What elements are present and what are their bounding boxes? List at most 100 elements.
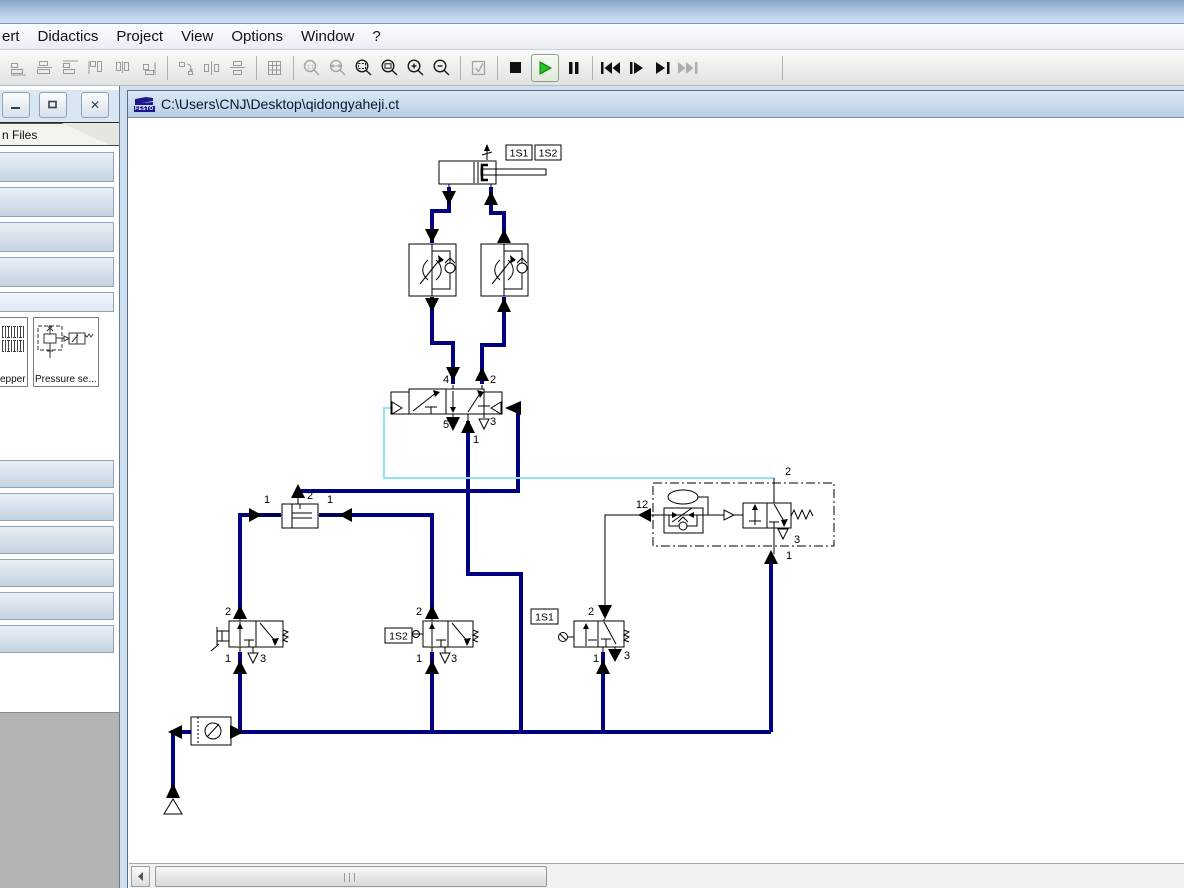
timer-valve[interactable] xyxy=(649,483,834,546)
panel-footer-area xyxy=(0,712,120,888)
port-label: 1 xyxy=(593,653,599,665)
pushbutton-valve[interactable] xyxy=(211,616,288,663)
library-item-pressure-seq[interactable]: Pressure se... xyxy=(33,317,99,387)
library-group-bar[interactable] xyxy=(0,526,114,554)
scrollbar-thumb[interactable] xyxy=(155,866,547,887)
zoom-original-icon[interactable]: 1:1 xyxy=(300,55,324,81)
svg-text:1:1: 1:1 xyxy=(307,64,314,70)
port-label: 4 xyxy=(443,374,449,386)
port-label: 2 xyxy=(490,374,496,386)
port-label: 1 xyxy=(264,494,270,506)
toolbar: 1:1 xyxy=(0,50,1184,86)
play-icon[interactable] xyxy=(531,54,559,82)
port-label: 2 xyxy=(785,466,791,478)
circuit-canvas[interactable]: 42531121122312132132131S11S21S21S1 xyxy=(129,118,1184,863)
menu-view[interactable]: View xyxy=(172,25,222,48)
port-label: 2 xyxy=(225,606,231,618)
flow-control-valve-right[interactable] xyxy=(481,244,528,296)
horizontal-scrollbar[interactable] xyxy=(129,863,1184,888)
port-label: 12 xyxy=(636,499,648,511)
port-label: 3 xyxy=(490,416,496,428)
library-item-label: Pressure se... xyxy=(35,374,97,385)
port-label: 1 xyxy=(327,494,333,506)
check-circuit-icon[interactable] xyxy=(467,55,491,81)
menu-help[interactable]: ? xyxy=(363,25,389,48)
library-group-bar[interactable] xyxy=(0,187,114,217)
two-pressure-valve[interactable] xyxy=(282,504,318,528)
align-bottom-icon[interactable] xyxy=(7,55,31,81)
rotate-icon[interactable] xyxy=(174,55,198,81)
port-label: 2 xyxy=(307,490,313,502)
port-label: 2 xyxy=(588,606,594,618)
mirror-vertical-icon[interactable] xyxy=(226,55,250,81)
port-label: 1 xyxy=(225,653,231,665)
festo-logo-icon: FESTO xyxy=(133,96,155,113)
library-group-bar[interactable] xyxy=(0,460,114,488)
component-label: 1S1 xyxy=(510,148,529,160)
stop-icon[interactable] xyxy=(504,55,528,81)
sim-rewind-icon[interactable] xyxy=(599,55,623,81)
zoom-in-icon[interactable] xyxy=(404,55,428,81)
scroll-left-button[interactable] xyxy=(131,866,150,887)
port-label: 3 xyxy=(794,534,800,546)
app-titlebar[interactable] xyxy=(0,0,1184,24)
zoom-area-icon[interactable] xyxy=(352,55,376,81)
port-label: 5 xyxy=(443,419,449,431)
align-center-icon[interactable] xyxy=(111,55,135,81)
port-label: 1 xyxy=(786,550,792,562)
flow-control-valve-left[interactable] xyxy=(409,244,456,296)
pressure-sequence-icon xyxy=(34,318,96,368)
port-label: 2 xyxy=(416,606,422,618)
panel-tabbar: n Files xyxy=(0,123,120,146)
pause-icon[interactable] xyxy=(562,55,586,81)
library-group-bar[interactable] xyxy=(0,493,114,521)
zoom-window-icon[interactable] xyxy=(378,55,402,81)
air-service-unit[interactable] xyxy=(191,717,231,745)
menu-bar: ert Didactics Project View Options Windo… xyxy=(0,24,1184,50)
compressed-air-source[interactable] xyxy=(164,799,182,814)
panel-close-button[interactable]: ✕ xyxy=(81,92,109,118)
document-window: FESTO C:\Users\CNJ\Desktop\qidongyaheji.… xyxy=(127,90,1184,888)
port-label: 3 xyxy=(624,650,630,662)
tab-files[interactable]: n Files xyxy=(0,123,112,146)
document-titlebar[interactable]: FESTO C:\Users\CNJ\Desktop\qidongyaheji.… xyxy=(128,91,1184,118)
align-middle-icon[interactable] xyxy=(33,55,57,81)
port-label: 1 xyxy=(473,434,479,446)
sim-step-icon[interactable] xyxy=(625,55,649,81)
zoom-out-icon[interactable] xyxy=(430,55,454,81)
roller-valve-1s1[interactable] xyxy=(559,619,630,653)
document-path: C:\Users\CNJ\Desktop\qidongyaheji.ct xyxy=(161,96,399,112)
menu-options[interactable]: Options xyxy=(222,25,292,48)
library-group-bar[interactable] xyxy=(0,222,114,252)
library-group-bar[interactable] xyxy=(0,292,114,312)
menu-insert[interactable]: ert xyxy=(0,25,29,48)
sim-to-end-icon[interactable] xyxy=(651,55,675,81)
stepper-icon xyxy=(2,326,24,338)
grid-icon[interactable] xyxy=(263,55,287,81)
align-top-icon[interactable] xyxy=(59,55,83,81)
align-right-icon[interactable] xyxy=(137,55,161,81)
panel-restore-button[interactable] xyxy=(39,92,67,118)
menu-window[interactable]: Window xyxy=(292,25,363,48)
component-label: 1S2 xyxy=(539,148,558,160)
zoom-fit-icon[interactable] xyxy=(326,55,350,81)
menu-didactics[interactable]: Didactics xyxy=(29,25,108,48)
port-label: 1 xyxy=(416,653,422,665)
library-group-bar[interactable] xyxy=(0,592,114,620)
port-label: 3 xyxy=(260,653,266,665)
mirror-horizontal-icon[interactable] xyxy=(200,55,224,81)
sim-fast-forward-icon[interactable] xyxy=(677,55,701,81)
align-left-icon[interactable] xyxy=(85,55,109,81)
panel-button-row: ✕ xyxy=(0,90,120,122)
menu-project[interactable]: Project xyxy=(107,25,172,48)
library-panel: ✕ n Files epper xyxy=(0,86,120,888)
library-group-bar[interactable] xyxy=(0,559,114,587)
library-item-label: epper xyxy=(0,374,26,385)
library-item-stepper[interactable]: epper xyxy=(0,317,28,387)
library-group-bar[interactable] xyxy=(0,257,114,287)
scrollbar-grip xyxy=(344,873,358,882)
panel-minimize-button[interactable] xyxy=(2,92,30,118)
library-group-bar[interactable] xyxy=(0,625,114,653)
library-group-bar[interactable] xyxy=(0,152,114,182)
